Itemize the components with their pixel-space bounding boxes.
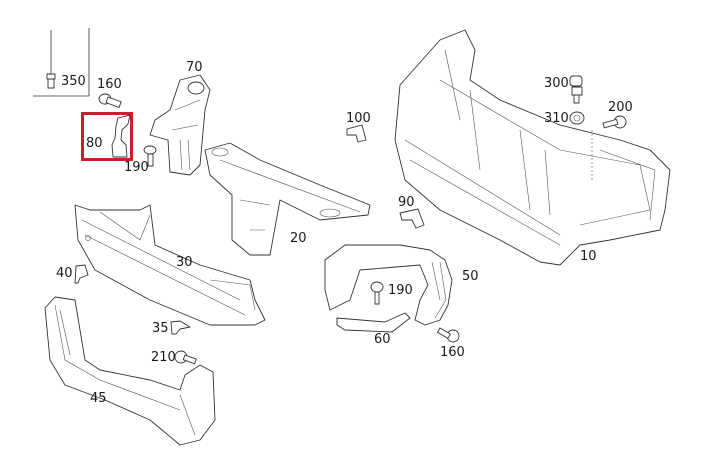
- part-30-bumper-beam: [74, 204, 266, 326]
- part-40-bracket: [74, 264, 89, 284]
- label-210: 210: [151, 350, 176, 365]
- label-200: 200: [608, 100, 633, 115]
- label-310: 310: [544, 111, 569, 126]
- part-310-nut: [569, 111, 585, 125]
- part-100-bracket: [346, 124, 367, 143]
- label-190-bottom: 190: [388, 283, 413, 298]
- label-70: 70: [186, 60, 203, 75]
- part-300-pin: [569, 75, 583, 104]
- label-10: 10: [580, 249, 597, 264]
- part-35-bracket: [170, 320, 191, 335]
- label-60: 60: [374, 332, 391, 347]
- part-80-bracket: [111, 114, 131, 158]
- part-90-bracket: [399, 208, 425, 229]
- label-80: 80: [86, 136, 103, 151]
- label-40: 40: [56, 266, 73, 281]
- inset-frame-350: [33, 28, 90, 97]
- label-160-bottom: 160: [440, 345, 465, 360]
- part-350-rod: [46, 30, 56, 89]
- label-50: 50: [462, 269, 479, 284]
- label-45: 45: [90, 391, 107, 406]
- part-50-side-bracket: [324, 244, 453, 326]
- part-20-cross-member: [204, 142, 371, 256]
- part-190-bolt-bottom: [370, 281, 384, 305]
- part-160-bolt-bottom: [437, 327, 460, 343]
- part-210-bolt: [174, 350, 197, 365]
- label-190-top: 190: [124, 160, 149, 175]
- highlight-box-part-80: [81, 112, 133, 161]
- part-10-front-carrier: [394, 29, 671, 266]
- label-160-top: 160: [97, 77, 122, 92]
- label-300: 300: [544, 76, 569, 91]
- label-30: 30: [176, 255, 193, 270]
- label-90: 90: [398, 195, 415, 210]
- part-45-lower-member: [44, 296, 216, 446]
- part-190-bolt-top: [143, 145, 157, 167]
- label-100: 100: [346, 111, 371, 126]
- label-35: 35: [152, 321, 169, 336]
- part-200-bolt: [591, 115, 627, 180]
- part-70-bracket: [149, 74, 211, 176]
- part-60-strap: [336, 312, 411, 333]
- part-160-bolt-top: [98, 93, 122, 108]
- label-350: 350: [61, 74, 86, 89]
- label-20: 20: [290, 231, 307, 246]
